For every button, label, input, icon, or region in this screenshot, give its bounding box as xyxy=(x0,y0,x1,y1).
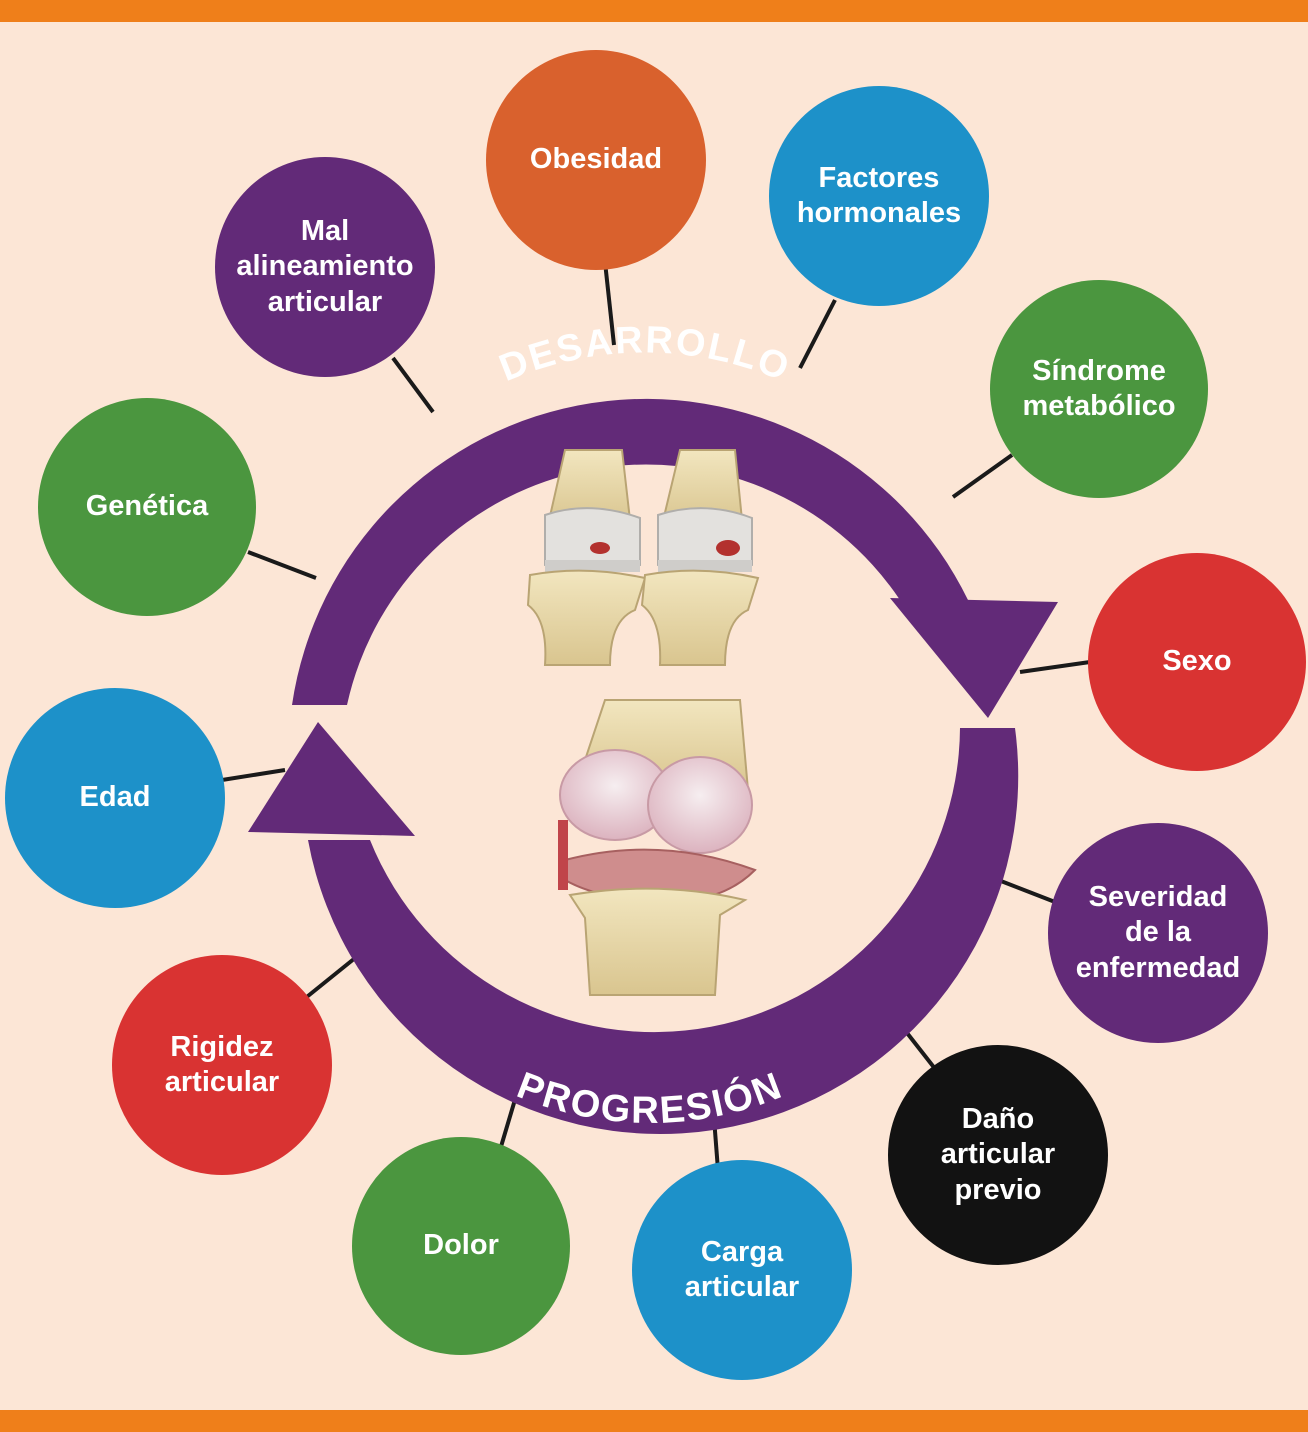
factor-carga-articular: Carga articular xyxy=(632,1160,852,1380)
knee-illustration-left xyxy=(526,449,647,666)
factor-obesidad: Obesidad xyxy=(486,50,706,270)
factor-genetica: Genética xyxy=(38,398,256,616)
factor-dano-articular-previo: Daño articular previo xyxy=(888,1045,1108,1265)
factor-factores-hormonales: Factores hormonales xyxy=(769,86,989,306)
cycle-arrows xyxy=(248,398,1058,1134)
progression-arc xyxy=(308,728,1019,1134)
factor-rigidez-articular: Rigidez articular xyxy=(112,955,332,1175)
factor-dolor: Dolor xyxy=(352,1137,570,1355)
knee-illustration-center xyxy=(558,699,757,996)
knee-illustration-right xyxy=(640,449,760,666)
factor-sexo: Sexo xyxy=(1088,553,1306,771)
factor-sindrome-metabolico: Síndrome metabólico xyxy=(990,280,1208,498)
factor-severidad-enfermedad: Severidad de la enfermedad xyxy=(1048,823,1268,1043)
development-arrowhead xyxy=(890,598,1058,718)
top-border-bar xyxy=(0,0,1308,22)
factor-mal-alineamiento-articular: Mal alineamiento articular xyxy=(215,157,435,377)
progression-arrowhead xyxy=(248,722,415,836)
development-arc xyxy=(292,398,968,705)
cycle-label-top: DESARROLLO xyxy=(494,319,796,390)
factor-edad: Edad xyxy=(5,688,225,908)
bottom-border-bar xyxy=(0,1410,1308,1432)
